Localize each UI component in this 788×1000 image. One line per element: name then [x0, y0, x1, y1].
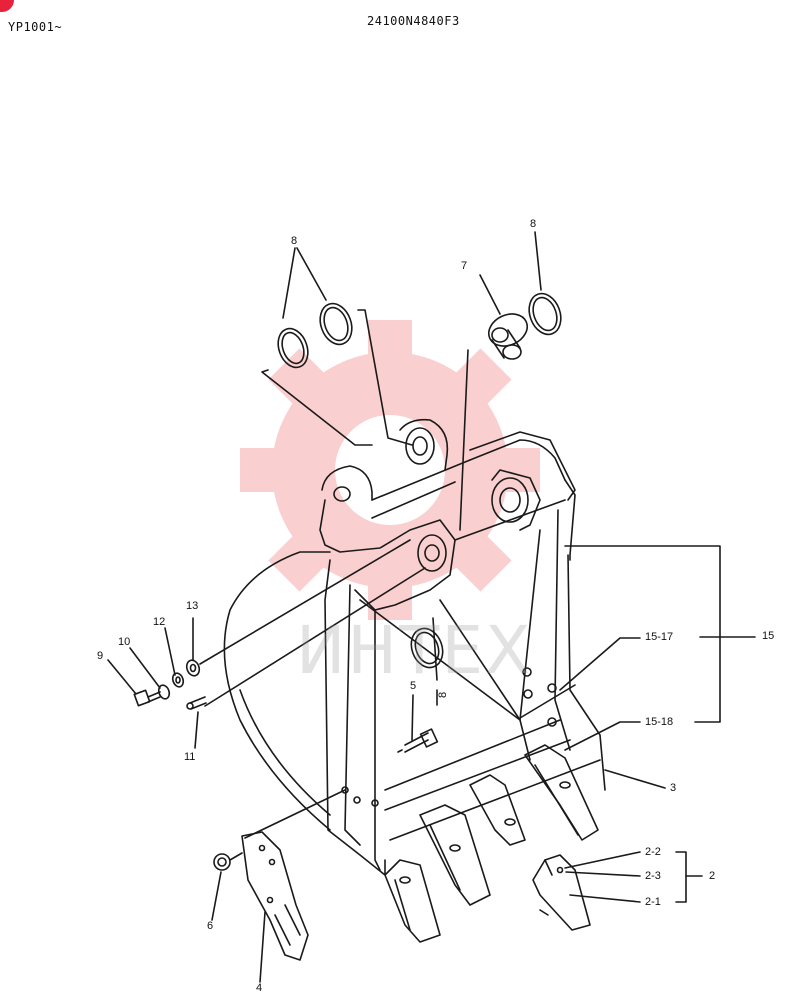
callout-2: 2	[709, 870, 716, 882]
o-ring-8a	[277, 327, 309, 369]
callout-12: 12	[153, 616, 166, 628]
part-number: 24100N4840F3	[367, 14, 460, 28]
callout-11: 11	[184, 751, 196, 763]
bolt-9	[133, 689, 161, 707]
callout-10: 10	[118, 636, 131, 648]
loose-tooth-2	[532, 854, 591, 931]
flanged-pin-7	[487, 313, 529, 360]
o-ring-8b	[319, 302, 353, 346]
serial-range: YP1001~	[8, 20, 63, 34]
nut-6	[213, 852, 243, 871]
callout-15-17: 15-17	[645, 631, 674, 643]
washer-13	[185, 659, 201, 677]
bolt-5	[397, 728, 439, 753]
pin-11	[186, 696, 207, 710]
callout-9: 9	[97, 650, 104, 662]
side-cutter-4	[241, 831, 309, 961]
callout-8a: 8	[291, 235, 298, 247]
callout-5: 5	[410, 680, 417, 692]
callout-15-18: 15-18	[645, 716, 674, 728]
watermark-gear-icon	[240, 320, 540, 620]
callout-2-1: 2-1	[645, 896, 661, 908]
o-ring-8d	[410, 627, 444, 669]
callout-3: 3	[670, 782, 677, 794]
callout-8c: 8	[437, 691, 449, 698]
callout-6: 6	[207, 920, 214, 932]
o-ring-8c	[528, 292, 562, 336]
callout-4: 4	[256, 982, 263, 994]
callout-8b: 8	[530, 218, 537, 230]
callout-13: 13	[186, 600, 199, 612]
washer-10	[157, 684, 171, 700]
watermark-text: ИНТЕХ	[296, 612, 533, 689]
callout-2-3: 2-3	[645, 870, 661, 882]
callout-2-2: 2-2	[645, 846, 661, 858]
washer-12	[171, 672, 185, 688]
callout-15: 15	[762, 630, 775, 642]
bucket-teeth	[384, 744, 599, 943]
callout-7: 7	[461, 260, 468, 272]
